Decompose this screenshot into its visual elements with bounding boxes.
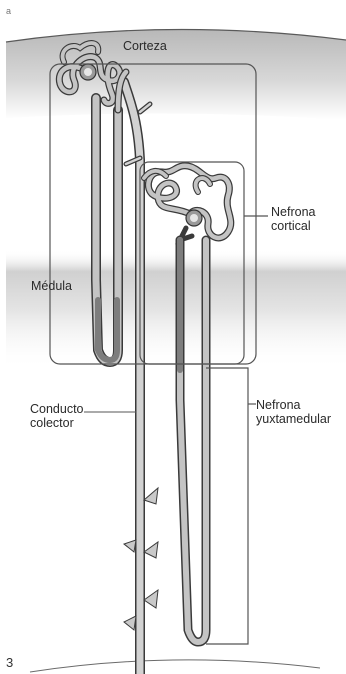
cortical-nephron — [144, 166, 231, 642]
juxtamedullary-nephron-label: Nefrona yuxtamedular — [256, 398, 331, 426]
cortical-nephron-label: Nefrona cortical — [271, 205, 315, 233]
juxtamedullary-nephron-label-line2: yuxtamedular — [256, 412, 331, 426]
collecting-duct-label: Conducto colector — [30, 402, 84, 430]
corner-mark: a — [6, 6, 11, 16]
cortical-nephron-label-line1: Nefrona — [271, 205, 315, 219]
collecting-duct-label-line2: colector — [30, 416, 84, 430]
cortex-label: Corteza — [123, 39, 167, 53]
collecting-duct-label-line1: Conducto — [30, 402, 84, 416]
figure-number: 3 — [6, 656, 13, 671]
medulla-label: Médula — [31, 279, 72, 293]
juxtamedullary-nephron-label-line1: Nefrona — [256, 398, 331, 412]
bottom-boundary — [30, 660, 320, 672]
cortical-nephron-label-line2: cortical — [271, 219, 315, 233]
